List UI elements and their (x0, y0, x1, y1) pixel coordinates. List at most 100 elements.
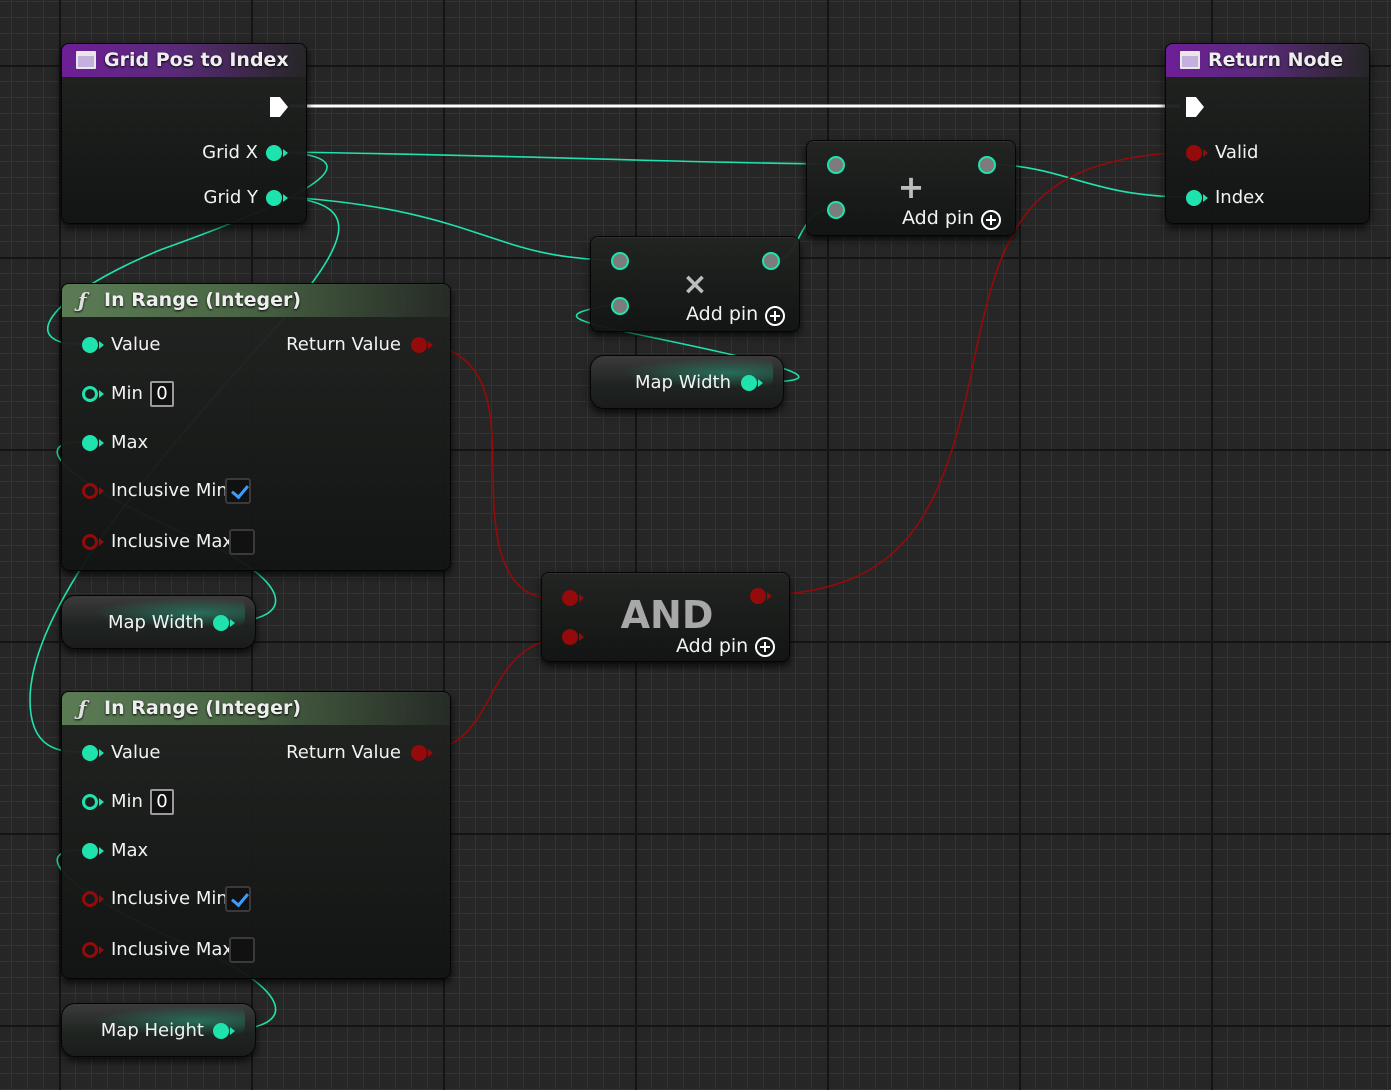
map-width-variable-node[interactable]: Map Width (590, 355, 784, 409)
pin-arrow (99, 538, 104, 546)
inclusive-min-checkbox[interactable] (225, 886, 251, 912)
return-value-pin[interactable] (411, 337, 427, 353)
min-label: Min (111, 791, 143, 812)
inclusive-min-pin[interactable] (82, 483, 98, 499)
add-output-pin[interactable] (978, 156, 996, 174)
max-label: Max (111, 432, 149, 453)
and-input-a-pin[interactable] (562, 590, 578, 606)
grid-x-pin[interactable] (266, 145, 282, 161)
min-value-field[interactable]: 0 (150, 789, 174, 815)
inclusive-min-checkbox[interactable] (225, 478, 251, 504)
check-icon (231, 888, 249, 908)
return-node-icon (1180, 51, 1200, 69)
grid-y-pin[interactable] (266, 190, 282, 206)
grid-pos-to-index-node[interactable]: Grid Pos to Index Grid X Grid Y (61, 43, 307, 224)
max-label: Max (111, 840, 149, 861)
and-output-pin[interactable] (750, 588, 766, 604)
exec-input-pin[interactable] (1186, 97, 1204, 117)
pin-arrow (1203, 149, 1208, 157)
inclusive-min-pin[interactable] (82, 891, 98, 907)
return-value-pin[interactable] (411, 745, 427, 761)
index-pin[interactable] (1186, 190, 1202, 206)
value-label: Value (111, 742, 161, 763)
add-input-a-pin[interactable] (827, 156, 845, 174)
inclusive-min-label: Inclusive Min (111, 888, 228, 909)
multiply-input-b-pin[interactable] (611, 297, 629, 315)
value-label: Value (111, 334, 161, 355)
valid-pin[interactable] (1186, 145, 1202, 161)
wire-gridx-to-multiply (286, 151, 828, 165)
min-pin[interactable] (82, 794, 98, 810)
return-value-label: Return Value (286, 334, 401, 355)
add-input-b-pin[interactable] (827, 201, 845, 219)
grid-y-label: Grid Y (203, 187, 259, 208)
max-pin[interactable] (82, 435, 98, 451)
variable-label: Map Width (107, 612, 204, 633)
add-pin-label[interactable]: Add pin (676, 635, 749, 657)
multiply-output-pin[interactable] (762, 252, 780, 270)
min-label: Min (111, 383, 143, 404)
and-symbol: AND (620, 593, 714, 637)
in-range-header[interactable]: ƒ In Range (Integer) (62, 284, 450, 317)
and-input-b-pin[interactable] (562, 629, 578, 645)
inclusive-max-pin[interactable] (82, 534, 98, 550)
return-node-header[interactable]: Return Node (1166, 44, 1369, 77)
entry-node-icon (76, 51, 96, 69)
pin-arrow (99, 798, 104, 806)
min-value-field[interactable]: 0 (150, 381, 174, 407)
grid-pos-to-index-header[interactable]: Grid Pos to Index (62, 44, 306, 77)
grid-x-label: Grid X (202, 142, 258, 163)
inclusive-min-label: Inclusive Min (111, 480, 228, 501)
wire-gridy-to-multiply (286, 196, 613, 261)
pin-arrow (579, 594, 584, 602)
value-pin[interactable] (82, 745, 98, 761)
exec-output-pin[interactable] (270, 97, 288, 117)
inclusive-max-label: Inclusive Max (111, 531, 234, 552)
add-pin-icon[interactable] (755, 637, 775, 657)
in-range-header[interactable]: ƒ In Range (Integer) (62, 692, 450, 725)
variable-label: Map Width (634, 372, 731, 393)
multiply-symbol: × (682, 267, 708, 302)
max-pin[interactable] (82, 843, 98, 859)
map-width-output-pin[interactable] (741, 375, 757, 391)
add-pin-icon[interactable] (981, 210, 1001, 230)
inclusive-max-checkbox[interactable] (229, 937, 255, 963)
inclusive-max-checkbox[interactable] (229, 529, 255, 555)
value-pin[interactable] (82, 337, 98, 353)
in-range-integer-node-2[interactable]: ƒ In Range (Integer) Value Return Value … (61, 691, 451, 979)
inclusive-max-label: Inclusive Max (111, 939, 234, 960)
pin-arrow (99, 439, 104, 447)
map-height-output-pin[interactable] (213, 1023, 229, 1039)
pin-arrow (283, 194, 288, 202)
wire-add-to-index (992, 163, 1187, 198)
pin-arrow (230, 1027, 235, 1035)
pin-arrow (99, 341, 104, 349)
add-pin-label[interactable]: Add pin (686, 303, 759, 325)
add-pin-label[interactable]: Add pin (902, 207, 975, 229)
map-width-variable-node[interactable]: Map Width (61, 595, 256, 649)
node-title: Grid Pos to Index (104, 49, 289, 71)
return-node[interactable]: Return Node Valid Index (1165, 43, 1370, 224)
inclusive-max-pin[interactable] (82, 942, 98, 958)
add-node[interactable]: + Add pin (806, 140, 1016, 236)
valid-label: Valid (1215, 142, 1259, 163)
multiply-input-a-pin[interactable] (611, 252, 629, 270)
pin-arrow (99, 390, 104, 398)
function-icon: ƒ (78, 696, 87, 720)
pin-arrow (758, 379, 763, 387)
check-icon (231, 480, 249, 500)
map-height-variable-node[interactable]: Map Height (61, 1003, 256, 1057)
index-label: Index (1215, 187, 1265, 208)
map-width-output-pin[interactable] (213, 615, 229, 631)
and-node[interactable]: AND Add pin (541, 572, 790, 662)
pin-arrow (579, 633, 584, 641)
pin-arrow (99, 946, 104, 954)
in-range-integer-node-1[interactable]: ƒ In Range (Integer) Value Return Value … (61, 283, 451, 571)
add-symbol: + (897, 168, 925, 206)
min-pin[interactable] (82, 386, 98, 402)
node-title: Return Node (1208, 49, 1344, 71)
multiply-node[interactable]: × Add pin (590, 236, 800, 332)
pin-arrow (99, 749, 104, 757)
add-pin-icon[interactable] (765, 306, 785, 326)
pin-arrow (99, 895, 104, 903)
